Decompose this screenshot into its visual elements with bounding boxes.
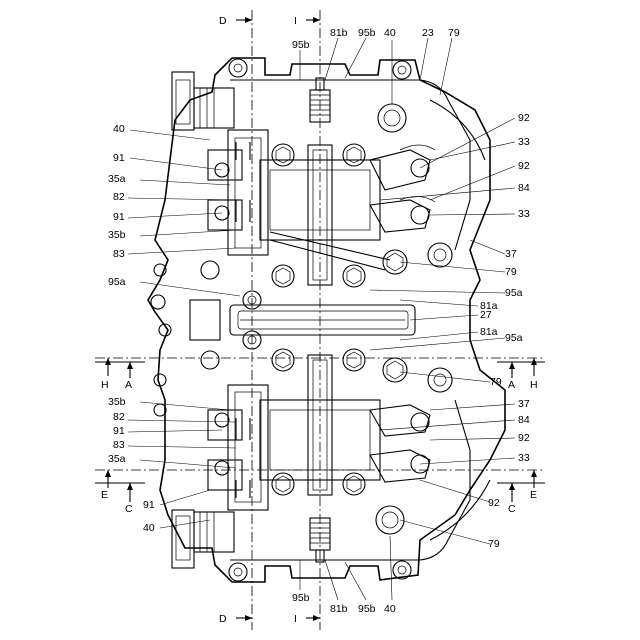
label-79-right1: 79: [505, 266, 517, 278]
upper-bolts: [201, 104, 407, 287]
label-84-right1: 84: [518, 182, 530, 194]
upper-valve-train: [201, 78, 435, 287]
lower-valve-train: [201, 349, 430, 562]
label-33-right2: 33: [518, 208, 530, 220]
label-91-left1: 91: [113, 152, 125, 164]
label-91-left3: 91: [113, 425, 125, 437]
label-81b-bottom: 81b: [330, 603, 348, 615]
label-79-top: 79: [448, 27, 460, 39]
label-D-bottom: D: [219, 613, 227, 625]
label-40-left2: 40: [143, 522, 155, 534]
label-D-top: D: [219, 15, 227, 27]
label-33-right1: 33: [518, 136, 530, 148]
label-84-right2: 84: [518, 414, 530, 426]
label-H-left: H: [101, 379, 109, 391]
label-H-right: H: [530, 379, 538, 391]
label-79-right3: 79: [488, 538, 500, 550]
label-92-right2: 92: [518, 160, 530, 172]
label-92-right3: 92: [518, 432, 530, 444]
label-83-left2: 83: [113, 439, 125, 451]
label-79-right2: 79: [490, 376, 502, 388]
label-35a-left1: 35a: [108, 173, 126, 185]
label-I-top: I: [294, 15, 297, 27]
label-81b-top: 81b: [330, 27, 348, 39]
label-95b-top2: 95b: [358, 27, 376, 39]
label-E-left: E: [101, 489, 108, 501]
label-35a-left2: 35a: [108, 453, 126, 465]
label-91-left2: 91: [113, 211, 125, 223]
label-27-right: 27: [480, 309, 492, 321]
lower-right-rockers: [370, 405, 430, 482]
label-40-left: 40: [113, 123, 125, 135]
label-95b-top1: 95b: [292, 39, 310, 51]
label-I-bottom: I: [294, 613, 297, 625]
label-40-bottom: 40: [384, 603, 396, 615]
label-33-right3: 33: [518, 452, 530, 464]
label-95a-left: 95a: [108, 276, 126, 288]
label-40-top: 40: [384, 27, 396, 39]
label-37-right2: 37: [518, 398, 530, 410]
label-23-top: 23: [422, 27, 434, 39]
label-82-left1: 82: [113, 191, 125, 203]
label-A-right: A: [508, 379, 515, 391]
lower-bolts: [201, 349, 407, 534]
label-91-left4: 91: [143, 499, 155, 511]
label-C-left: C: [125, 503, 133, 515]
label-95b-bottom1: 95b: [292, 592, 310, 604]
label-E-right: E: [530, 489, 537, 501]
label-83-left1: 83: [113, 248, 125, 260]
label-82-left2: 82: [113, 411, 125, 423]
label-92-right1: 92: [518, 112, 530, 124]
label-37-right1: 37: [505, 248, 517, 260]
label-35b-left2: 35b: [108, 396, 126, 408]
chain-guide: [190, 291, 415, 349]
label-92-right4: 92: [488, 497, 500, 509]
label-81a-right2: 81a: [480, 326, 498, 338]
label-A-left: A: [125, 379, 132, 391]
label-C-right: C: [508, 503, 516, 515]
label-95a-right1: 95a: [505, 287, 523, 299]
label-95a-right2: 95a: [505, 332, 523, 344]
label-35b-left1: 35b: [108, 229, 126, 241]
label-95b-bottom2: 95b: [358, 603, 376, 615]
